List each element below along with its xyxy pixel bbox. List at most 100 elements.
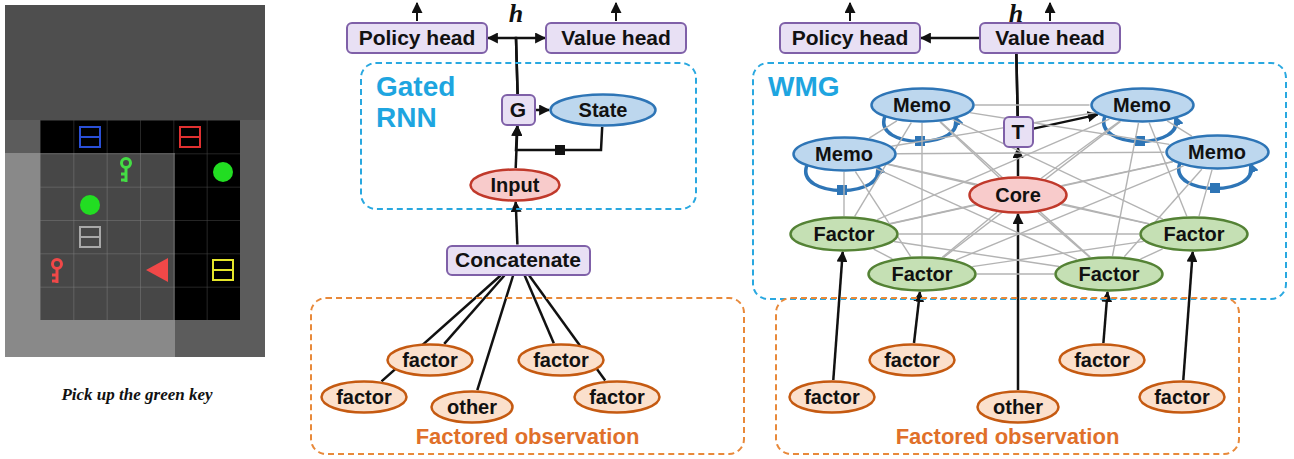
mesh-line bbox=[888, 164, 1149, 224]
ellipse-node: other bbox=[430, 390, 514, 424]
connector-arrow bbox=[477, 276, 513, 391]
mesh-line bbox=[1041, 121, 1119, 178]
node-text: factor bbox=[804, 386, 860, 409]
node-label: Memo bbox=[815, 143, 873, 165]
node-label: State bbox=[579, 99, 628, 121]
ellipse-node: factor bbox=[1138, 380, 1226, 414]
node-label: Core bbox=[995, 184, 1041, 206]
mesh-line bbox=[889, 205, 975, 224]
group-title: Factored observation bbox=[312, 424, 743, 450]
node-text: Memo bbox=[1113, 94, 1171, 117]
ellipse-node: factor bbox=[788, 380, 876, 414]
mesh-line bbox=[975, 104, 1090, 105]
mesh-line bbox=[977, 273, 1054, 274]
mesh-line bbox=[843, 172, 844, 216]
ellipse-node: other bbox=[976, 390, 1060, 424]
connector-arrow bbox=[833, 252, 842, 380]
node-text: State bbox=[579, 99, 628, 122]
group-title: Gated RNN bbox=[376, 72, 496, 134]
node-text: Factor bbox=[813, 223, 874, 246]
node-text: factor bbox=[589, 386, 645, 409]
group-box: Gated RNNGStateInput bbox=[360, 62, 697, 210]
ellipse-node: Factor bbox=[789, 216, 899, 252]
ellipse-node: Memo bbox=[1090, 87, 1195, 123]
mesh-line bbox=[897, 152, 1165, 153]
node-label: Value head bbox=[561, 26, 671, 49]
node-text: factor bbox=[533, 349, 589, 372]
process-box: Policy head bbox=[779, 22, 921, 54]
mesh-line bbox=[956, 166, 1183, 260]
node-label: T bbox=[1012, 120, 1025, 143]
mesh-line bbox=[890, 162, 1173, 224]
connector-arrow bbox=[516, 126, 602, 150]
node-text: factor bbox=[402, 349, 458, 372]
node-label: other bbox=[447, 396, 497, 418]
ellipse-node: factor bbox=[1058, 343, 1146, 377]
grid-world bbox=[5, 5, 265, 357]
ellipse-node: Core bbox=[968, 176, 1068, 214]
mesh-line bbox=[1061, 205, 1148, 224]
node-label: Memo bbox=[1188, 141, 1246, 163]
node-label: Value head bbox=[995, 26, 1105, 49]
mesh-line bbox=[869, 121, 897, 138]
ellipse-node: Memo bbox=[1165, 134, 1270, 170]
ellipse-node: State bbox=[549, 93, 657, 127]
mesh-line bbox=[1199, 170, 1212, 216]
connector-arrow bbox=[516, 38, 545, 94]
node-text: Memo bbox=[1188, 141, 1246, 164]
node-text: other bbox=[993, 396, 1043, 419]
group-box: Factored observationfactorfactorotherfac… bbox=[310, 297, 745, 455]
process-box: Concatenate bbox=[446, 245, 591, 276]
node-text: factor bbox=[1074, 349, 1130, 372]
ellipse-node: factor bbox=[320, 380, 408, 414]
ellipse-node: Memo bbox=[870, 87, 975, 123]
process-box: T bbox=[1003, 116, 1034, 148]
ellipse-node: factor bbox=[868, 343, 956, 377]
mesh-line bbox=[876, 168, 1077, 259]
node-text: Memo bbox=[815, 143, 873, 166]
mesh-line bbox=[1149, 123, 1187, 216]
group-title: Factored observation bbox=[777, 424, 1238, 450]
mesh-line bbox=[1167, 121, 1192, 136]
group-box: WMGMemoMemoTMemoMemoCoreFactorFactorFact… bbox=[752, 62, 1287, 300]
node-text: Factor bbox=[1078, 263, 1139, 286]
node-label: factor bbox=[1154, 386, 1210, 408]
node-label: factor bbox=[884, 349, 940, 371]
node-label: Memo bbox=[893, 94, 951, 116]
node-label: Factor bbox=[891, 263, 952, 285]
node-label: Input bbox=[491, 174, 540, 196]
ellipse-node: Factor bbox=[867, 256, 977, 292]
connector-arrow bbox=[1017, 148, 1020, 176]
node-text: factor bbox=[1154, 386, 1210, 409]
node-label: factor bbox=[1074, 349, 1130, 371]
ellipse-node: factor bbox=[573, 380, 661, 414]
connector-arrow bbox=[536, 109, 550, 112]
node-text: factor bbox=[336, 386, 392, 409]
node-label: factor bbox=[589, 386, 645, 408]
node-text: Factor bbox=[1163, 223, 1224, 246]
mesh-line bbox=[874, 249, 893, 259]
node-label: other bbox=[993, 396, 1043, 418]
node-text: Concatenate bbox=[455, 248, 581, 272]
ellipse-node: Input bbox=[469, 168, 561, 202]
ellipse-node: factor bbox=[386, 343, 474, 377]
node-text: Input bbox=[491, 174, 540, 197]
ellipse-node: Factor bbox=[1054, 256, 1164, 292]
connector-arrow bbox=[1183, 252, 1192, 380]
connector-arrow bbox=[525, 276, 554, 344]
node-label: factor bbox=[402, 349, 458, 371]
connector-arrow bbox=[1017, 214, 1020, 390]
connector-arrow bbox=[488, 38, 518, 94]
node-text: Policy head bbox=[359, 26, 476, 50]
node-label: Factor bbox=[813, 223, 874, 245]
node-text: other bbox=[447, 396, 497, 419]
mesh-line bbox=[1140, 249, 1162, 259]
group-title: WMG bbox=[768, 72, 888, 103]
node-label: Memo bbox=[1113, 94, 1171, 116]
node-label: factor bbox=[533, 349, 589, 371]
node-text: Memo bbox=[893, 94, 951, 117]
caption-text: Pick up the green key bbox=[61, 385, 212, 405]
ellipse-node: Factor bbox=[1139, 216, 1249, 252]
vector-label: h bbox=[509, 0, 523, 29]
